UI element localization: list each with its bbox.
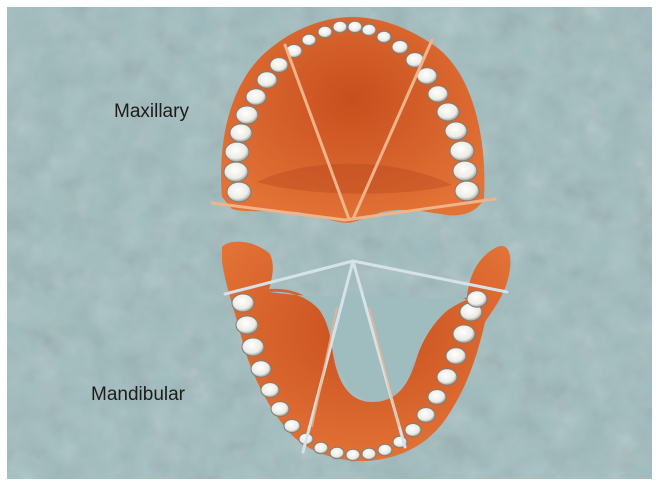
tooth [333, 21, 347, 32]
tooth [314, 442, 328, 453]
tooth [362, 448, 376, 459]
tooth [261, 383, 279, 398]
tooth [453, 161, 477, 181]
tooth [232, 294, 254, 312]
tooth [227, 182, 251, 202]
tooth [405, 423, 421, 436]
tooth [446, 348, 466, 364]
tooth [224, 162, 248, 182]
tooth [428, 390, 446, 405]
tooth [362, 24, 376, 35]
tooth [437, 103, 459, 121]
tooth [230, 124, 252, 142]
tooth [417, 408, 435, 423]
maxillary-label: Maxillary [114, 101, 189, 123]
tooth [467, 291, 487, 307]
tooth [428, 86, 448, 102]
tooth [450, 141, 474, 161]
tooth [302, 34, 316, 45]
tooth [377, 31, 391, 42]
tooth [437, 369, 457, 385]
tooth [246, 89, 266, 105]
tooth [270, 58, 288, 73]
tooth [251, 361, 271, 377]
tooth [257, 72, 277, 88]
tooth [330, 447, 344, 458]
tooth [445, 122, 467, 140]
tooth [453, 325, 475, 343]
tooth [225, 142, 249, 162]
tooth [378, 444, 392, 455]
tooth [348, 21, 362, 32]
tooth [392, 40, 408, 53]
tooth [284, 419, 300, 432]
tooth [236, 106, 258, 124]
mandibular-label: Mandibular [91, 384, 185, 406]
dental-arches-photo [7, 7, 652, 479]
tooth [242, 338, 264, 356]
tooth [271, 402, 289, 417]
tooth [236, 316, 258, 334]
tooth [455, 181, 479, 201]
tooth [346, 449, 360, 460]
tooth [318, 26, 332, 37]
